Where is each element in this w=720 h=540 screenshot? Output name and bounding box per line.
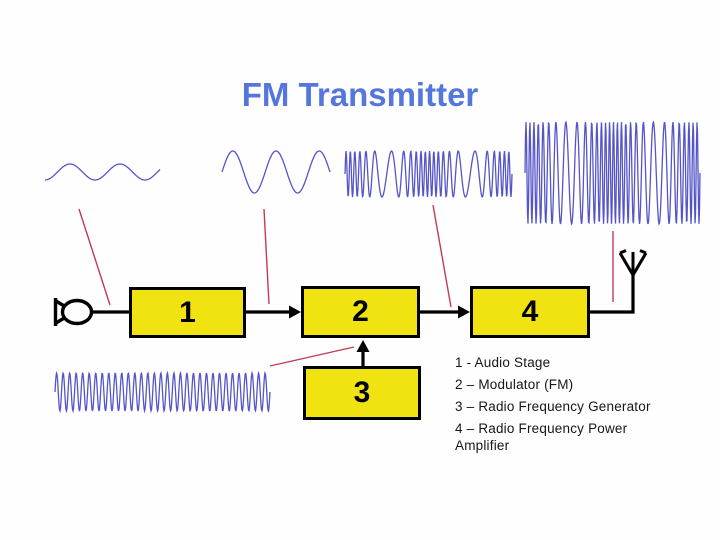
legend: 1 - Audio Stage 2 – Modulator (FM) 3 – R… bbox=[455, 354, 651, 459]
page-title: FM Transmitter bbox=[241, 76, 479, 113]
pointer-line-layer bbox=[78, 204, 614, 367]
rf-carrier-signal bbox=[54, 370, 271, 414]
fm-modulated-signal bbox=[344, 149, 513, 199]
legend-item-modulator: 2 – Modulator (FM) bbox=[455, 377, 574, 392]
pointer-audio-large-to-wire bbox=[263, 208, 270, 305]
block-audio-stage-number: 1 bbox=[179, 295, 196, 329]
legend-item-rf-power-amplifier: 4 – Radio Frequency Power Amplifier bbox=[455, 421, 628, 453]
arrowhead-block2-to-block4 bbox=[458, 305, 470, 319]
waveform-layer bbox=[45, 120, 701, 414]
arrowhead-block1-to-block2 bbox=[289, 305, 301, 319]
antenna-icon bbox=[618, 249, 648, 276]
block-rf-power-amplifier: 4 bbox=[470, 286, 590, 338]
block-audio-stage: 1 bbox=[129, 287, 246, 338]
legend-item-audio-stage: 1 - Audio Stage bbox=[455, 355, 551, 370]
block-modulator: 2 bbox=[301, 286, 420, 338]
audio-signal-small bbox=[45, 163, 161, 181]
pointer-carrier-to-wire bbox=[269, 346, 355, 367]
pointer-fm-signal-to-wire bbox=[432, 204, 452, 308]
microphone-icon bbox=[53, 298, 94, 326]
legend-item-rf-generator: 3 – Radio Frequency Generator bbox=[455, 399, 651, 414]
wires bbox=[91, 273, 635, 366]
wire-block4-to-antenna bbox=[590, 273, 635, 314]
block-rf-power-amplifier-number: 4 bbox=[521, 295, 539, 328]
pointer-audio-small-to-wire bbox=[78, 208, 111, 306]
audio-signal-large bbox=[221, 150, 331, 194]
arrowhead-block3-to-block2 bbox=[356, 340, 370, 352]
amplified-fm-signal bbox=[524, 120, 701, 226]
block-rf-generator-number: 3 bbox=[353, 376, 371, 409]
block-modulator-number: 2 bbox=[352, 295, 369, 328]
block-rf-generator: 3 bbox=[303, 366, 421, 420]
